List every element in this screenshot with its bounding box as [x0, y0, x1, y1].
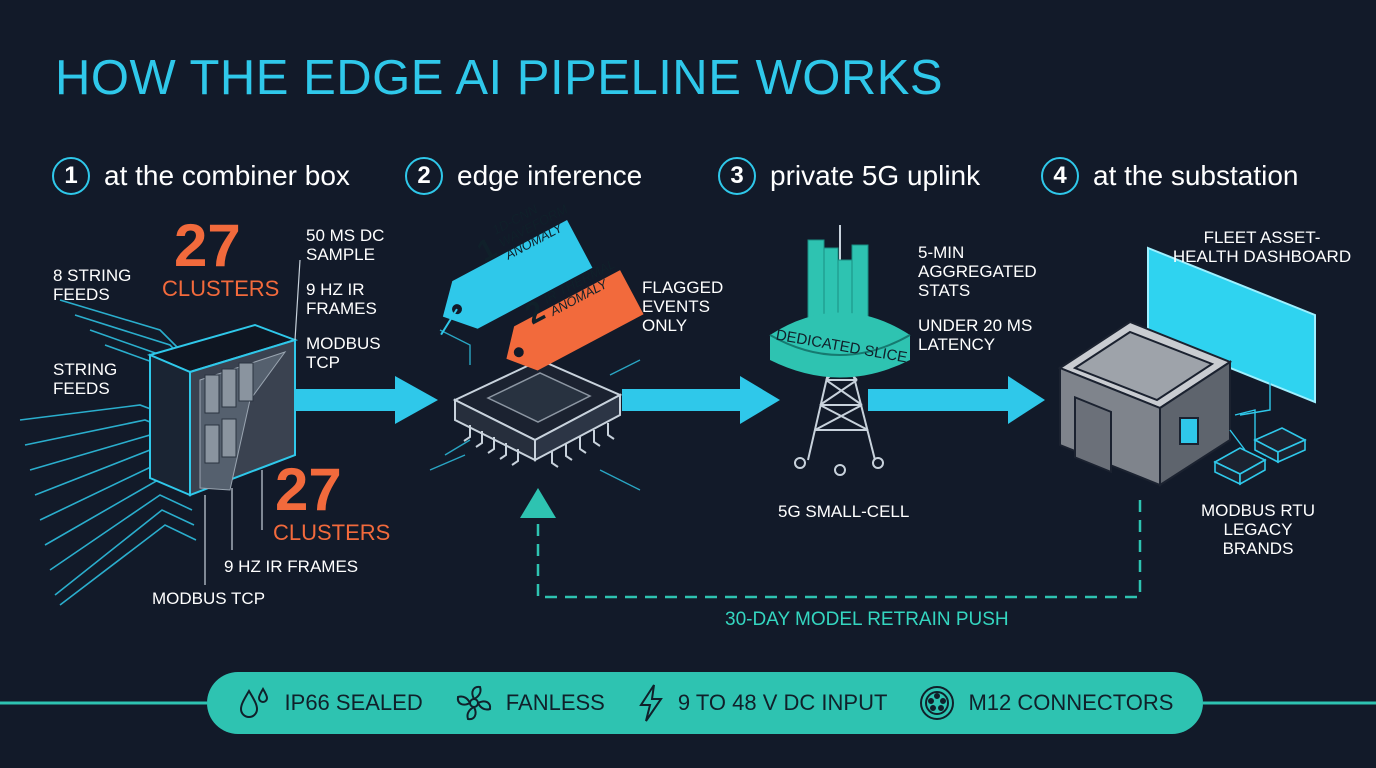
feature-dc-input-label: 9 TO 48 V DC INPUT [677, 690, 888, 715]
edge-chip [452, 358, 623, 462]
step-1-number: 1 [52, 157, 90, 195]
feature-m12-label: M12 CONNECTORS [968, 690, 1174, 715]
feature-dc-input: 9 TO 48 V DC INPUT [636, 683, 887, 723]
feature-fanless: FANLESS [454, 683, 605, 723]
aggregated-stats-label: 5-MIN AGGREGATED STATS [918, 243, 1037, 300]
flagged-events-label: FLAGGED EVENTS ONLY [642, 278, 724, 335]
string-feeds-label: STRING FEEDS [53, 360, 118, 398]
arrow-inference-to-uplink [622, 376, 780, 424]
dashboard-screen [1147, 246, 1316, 404]
feature-ip66-label: IP66 SEALED [284, 690, 423, 715]
connector-icon [920, 686, 955, 720]
combiner-box [147, 323, 299, 497]
feature-m12: M12 CONNECTORS [918, 684, 1173, 722]
dashboard-label: FLEET ASSET-HEALTH DASHBOARD [1172, 228, 1352, 266]
step-3-label: private 5G uplink [770, 160, 981, 191]
rtu-devices [1213, 427, 1307, 486]
step-4-label: at the substation [1093, 160, 1299, 191]
retrain-label: 30-DAY MODEL RETRAIN PUSH [725, 609, 1009, 630]
lightning-icon [639, 684, 663, 722]
tag-thermal-anomaly [506, 270, 644, 371]
features-bar: IP66 SEALED FANLESS 9 TO 48 V DC INPUT M… [207, 672, 1203, 734]
substation-connector-lines [1229, 380, 1271, 451]
modbus-top-label: MODBUS TCP [306, 334, 381, 372]
rtu-label: MODBUS RTU LEGACY BRANDS [1201, 501, 1315, 558]
cluster-label-top: CLUSTERS [162, 276, 280, 301]
retrain-arrow-head [520, 488, 556, 518]
chip-pins [463, 423, 615, 468]
string-feeds-8-label: 8 STRING FEEDS [53, 266, 132, 304]
substation-building [1057, 320, 1233, 487]
step-3: 3 private 5G uplink [718, 157, 980, 195]
fan-icon [456, 685, 491, 721]
arrow-uplink-to-substation [868, 376, 1045, 424]
step-3-number: 3 [718, 157, 756, 195]
feature-fanless-label: FANLESS [505, 690, 605, 715]
step-1: 1 at the combiner box [52, 157, 350, 195]
ir-frames-bottom-label: 9 HZ IR FRAMES [224, 557, 359, 576]
arrow-combiner-to-inference [295, 376, 438, 424]
tag-waveform-anomaly [440, 220, 593, 336]
cluster-count-top: 27 [174, 212, 241, 279]
cluster-label-bottom: CLUSTERS [273, 520, 391, 545]
page-title: HOW THE EDGE AI PIPELINE WORKS [55, 51, 944, 105]
step-1-label: at the combiner box [104, 160, 350, 191]
modbus-bottom-label: MODBUS TCP [152, 589, 266, 608]
small-cell-label: 5G SMALL-CELL [778, 502, 910, 521]
chip-traces [429, 329, 641, 491]
cluster-count-bottom: 27 [275, 456, 342, 523]
tower-antennas [807, 239, 869, 329]
step-2-label: edge inference [457, 160, 643, 191]
step-4-number: 4 [1041, 157, 1079, 195]
latency-label: UNDER 20 MS LATENCY [918, 316, 1033, 354]
step-2: 2 edge inference [405, 157, 642, 195]
step-4: 4 at the substation [1041, 157, 1298, 195]
feature-ip66: IP66 SEALED [237, 685, 423, 721]
step-2-number: 2 [405, 157, 443, 195]
water-drops-icon [239, 687, 268, 718]
slice-ring [769, 312, 911, 378]
dc-sample-label: 50 MS DC SAMPLE [306, 226, 385, 264]
combiner-leader-lines [204, 259, 301, 585]
ir-frames-top-label: 9 HZ IR FRAMES [306, 280, 377, 318]
retrain-feedback-path [536, 500, 1142, 599]
